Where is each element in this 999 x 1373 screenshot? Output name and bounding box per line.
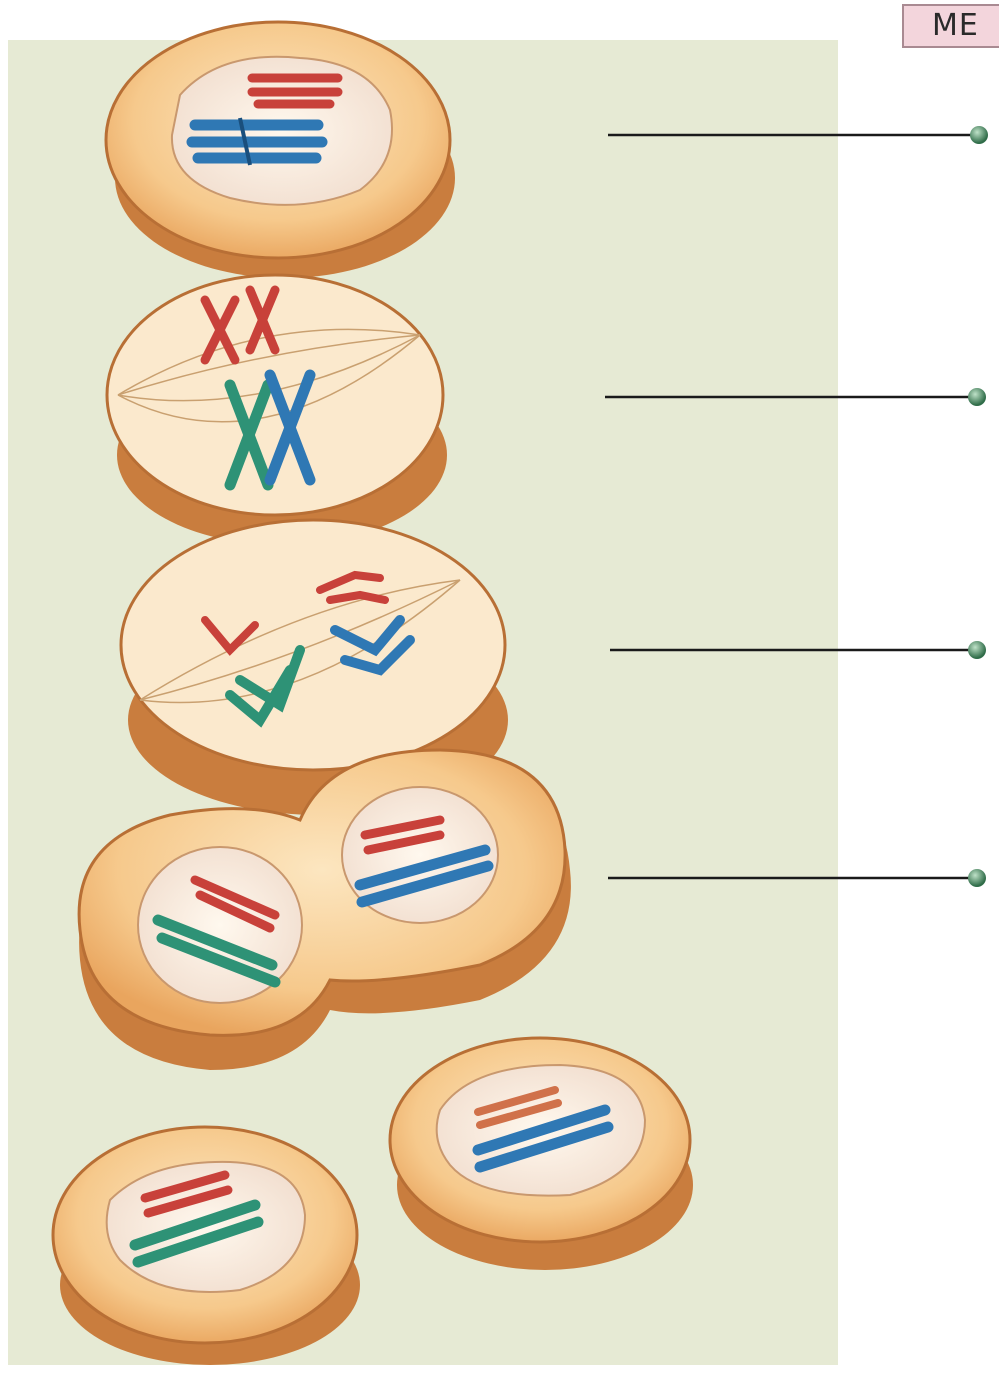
pin-marker[interactable] — [968, 869, 986, 887]
cell-metaphase-ii — [107, 275, 447, 545]
section-tab: ME — [902, 4, 999, 48]
daughter-cell-left — [53, 1127, 360, 1365]
pin-marker[interactable] — [970, 126, 988, 144]
chromosome-red — [252, 78, 338, 104]
pin-marker[interactable] — [968, 388, 986, 406]
daughter-cell-right — [390, 1038, 693, 1270]
pin-marker[interactable] — [968, 641, 986, 659]
cell-prophase-ii — [106, 22, 455, 278]
chromosome-blue — [192, 125, 322, 158]
